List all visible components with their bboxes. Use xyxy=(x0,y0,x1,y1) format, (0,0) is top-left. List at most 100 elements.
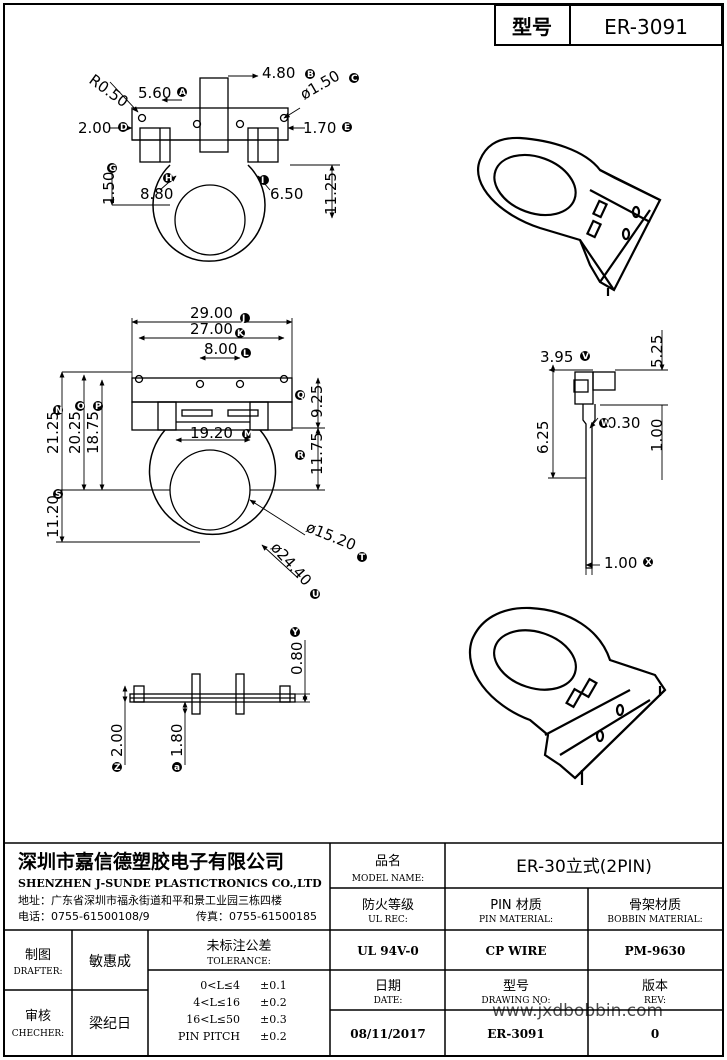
model-name-label-cn: 品名 xyxy=(375,853,401,869)
dim-2125: 21.25 xyxy=(44,411,62,454)
svg-text:W: W xyxy=(601,419,611,429)
dim-2900: 29.00 xyxy=(190,304,233,322)
rev-value: 0 xyxy=(651,1027,659,1041)
tolerance-value-4: ±0.2 xyxy=(260,1030,287,1043)
dim-d150: ø1.50 xyxy=(297,67,343,104)
svg-text:Y: Y xyxy=(291,628,299,638)
svg-text:a: a xyxy=(174,763,180,773)
tolerance-range-4: PIN PITCH xyxy=(178,1030,240,1043)
svg-text:P: P xyxy=(95,402,102,412)
tolerance-value-1: ±0.1 xyxy=(260,979,287,992)
tolerance-range-1: 0<L≤4 xyxy=(200,979,240,992)
dim-395: 3.95 xyxy=(540,348,573,366)
drafter-label-en: DRAFTER: xyxy=(13,967,62,977)
title-block-grid xyxy=(4,842,723,1056)
tolerance-table: 未标注公差 TOLERANCE: 0<L≤4 ±0.1 4<L≤16 ±0.2 … xyxy=(178,939,287,1043)
svg-text:X: X xyxy=(645,558,652,568)
company-fax: 传真：0755-61500185 xyxy=(196,909,317,923)
svg-text:M: M xyxy=(244,430,253,440)
svg-text:C: C xyxy=(351,74,358,84)
dim-1175: 11.75 xyxy=(308,432,326,475)
svg-text:N: N xyxy=(55,406,63,416)
dim-2025: 20.25 xyxy=(66,411,84,454)
svg-text:T: T xyxy=(359,553,366,563)
svg-text:J: J xyxy=(241,314,245,324)
dim-480: 4.80 xyxy=(262,64,295,82)
bottom-view-drawing xyxy=(129,673,296,715)
company-name-cn: 深圳市嘉信德塑胶电子有限公司 xyxy=(18,850,284,873)
drawing-value: ER-3091 xyxy=(487,1027,545,1041)
bottom-view-dim-lines xyxy=(122,640,310,765)
dim-625: 6.25 xyxy=(534,421,552,454)
company-phone: 电话：0755-61500108/9 xyxy=(18,910,150,923)
date-label-cn: 日期 xyxy=(375,979,401,994)
tolerance-title-cn: 未标注公差 xyxy=(206,939,271,954)
header-model-label: 型号 xyxy=(512,15,552,39)
dim-080: 0.80 xyxy=(288,642,306,675)
svg-text:Z: Z xyxy=(114,763,121,773)
side-view-dim-lines xyxy=(548,330,668,575)
tolerance-value-2: ±0.2 xyxy=(260,996,287,1009)
svg-text:Q: Q xyxy=(297,391,305,401)
dim-100a: 1.00 xyxy=(648,419,666,452)
people-cells: 制图 DRAFTER: 敏惠成 审核 CHECHER: 梁纪日 xyxy=(12,948,131,1039)
pin-label-cn: PIN 材质 xyxy=(490,898,542,913)
svg-text:I: I xyxy=(261,176,264,186)
bottom-view-dim-text: 0.80 2.00 1.80 Y Z a xyxy=(108,627,306,773)
isometric-view-top xyxy=(477,136,662,296)
dim-1120: 11.20 xyxy=(44,495,62,538)
checker-label-cn: 审核 xyxy=(25,1009,51,1024)
side-view-drawing xyxy=(573,371,616,569)
front-view-dim-text: 29.00 27.00 8.00 21.25 20.25 18.75 9.25 … xyxy=(44,304,367,600)
dim-925: 9.25 xyxy=(308,385,326,418)
svg-text:B: B xyxy=(307,70,314,80)
drawing-label-cn: 型号 xyxy=(503,979,529,994)
date-value: 08/11/2017 xyxy=(350,1027,426,1041)
drafter-label-cn: 制图 xyxy=(25,948,51,963)
pin-label-en: PIN MATERIAL: xyxy=(479,915,553,925)
svg-text:R: R xyxy=(297,451,304,461)
company-address: 地址：广东省深圳市福永街道和平和景工业园三栋四楼 xyxy=(18,893,282,907)
drafter-name: 敏惠成 xyxy=(89,954,131,970)
dim-170: 1.70 xyxy=(303,119,336,137)
ul-label-cn: 防火等级 xyxy=(362,897,414,913)
header-box: 型号 ER-3091 xyxy=(494,4,723,46)
dim-200: 2.00 xyxy=(78,119,111,137)
bobbin-value: PM-9630 xyxy=(625,944,686,958)
front-view-drawing xyxy=(131,374,293,536)
dim-1125: 11.25 xyxy=(322,172,340,215)
ul-label-en: UL REC: xyxy=(368,915,408,925)
side-view-dim-text: 3.95 5.25 6.25 0.30 1.00 1.00 V W X xyxy=(534,335,666,572)
dim-r050: R0.50 xyxy=(86,71,132,111)
dim-650: 6.50 xyxy=(270,185,303,203)
dim-880: 8.80 xyxy=(140,185,173,203)
dim-560: 5.60 xyxy=(138,84,171,102)
material-header-row: 防火等级 UL REC: PIN 材质 PIN MATERIAL: 骨架材质 B… xyxy=(362,897,703,925)
checker-name: 梁纪日 xyxy=(89,1016,131,1032)
dim-525: 5.25 xyxy=(648,335,666,368)
material-value-row: UL 94V-0 CP WIRE PM-9630 xyxy=(357,944,685,958)
tolerance-title-en: TOLERANCE: xyxy=(207,957,271,967)
svg-text:H: H xyxy=(165,174,173,184)
bobbin-label-en: BOBBIN MATERIAL: xyxy=(607,915,702,925)
drawing-header-row: 日期 DATE: 型号 DRAWING NO: 版本 REV: xyxy=(374,979,668,1006)
svg-text:S: S xyxy=(55,490,61,500)
watermark: www.jxdbobbin.com xyxy=(492,1001,663,1021)
top-view-drawing xyxy=(131,77,289,262)
rev-label-cn: 版本 xyxy=(642,979,668,994)
tolerance-range-3: 16<L≤50 xyxy=(186,1013,240,1026)
dim-180: 1.80 xyxy=(168,724,186,757)
svg-text:E: E xyxy=(344,123,350,133)
svg-text:V: V xyxy=(582,352,589,362)
dim-200b: 2.00 xyxy=(108,724,126,757)
drawing-value-row: 08/11/2017 ER-3091 0 xyxy=(350,1027,659,1041)
svg-text:G: G xyxy=(109,164,116,174)
svg-text:L: L xyxy=(243,349,249,359)
isometric-view-bottom xyxy=(469,606,667,785)
company-name-en: SHENZHEN J-SUNDE PLASTICTRONICS CO.,LTD xyxy=(18,877,322,890)
dim-2700: 27.00 xyxy=(190,320,233,338)
front-view-dim-lines xyxy=(56,318,325,579)
pin-value: CP WIRE xyxy=(486,944,547,958)
date-label-en: DATE: xyxy=(374,996,403,1006)
